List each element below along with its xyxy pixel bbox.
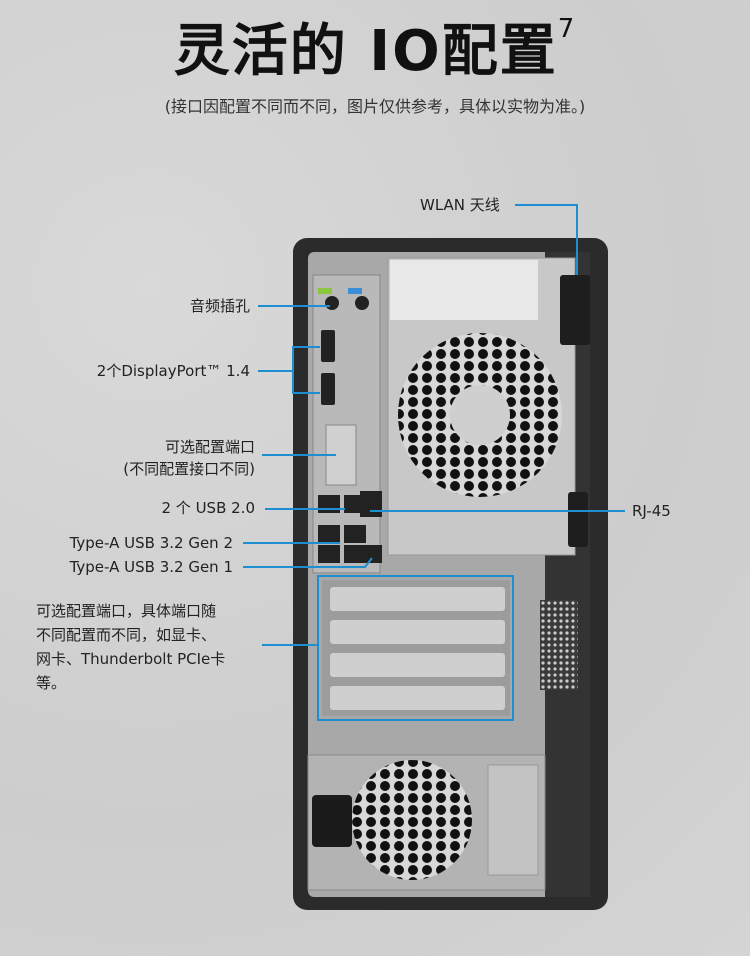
callout-line-wlan bbox=[515, 204, 578, 275]
audio-jack bbox=[355, 296, 369, 310]
rj45-port bbox=[360, 491, 382, 517]
displayport bbox=[321, 330, 335, 362]
label-rj45: RJ-45 bbox=[632, 502, 671, 520]
title-text: 灵活的 IO配置 bbox=[173, 19, 558, 84]
footnote-marker: 7 bbox=[557, 14, 577, 44]
audio-jack bbox=[325, 296, 339, 310]
usb32-port bbox=[344, 525, 366, 543]
label-usb32-gen1: Type-A USB 3.2 Gen 1 bbox=[69, 558, 233, 576]
power-socket bbox=[312, 795, 352, 847]
label-displayport: 2个DisplayPort™ 1.4 bbox=[96, 362, 250, 380]
label-optional-port-line1: 可选配置端口 bbox=[164, 438, 255, 456]
audio-out-marker bbox=[348, 288, 362, 294]
label-pcie-line1: 可选配置端口，具体端口随 bbox=[36, 602, 217, 620]
callout-lines bbox=[243, 204, 625, 721]
label-optional-port: 可选配置端口 (不同配置接口不同) bbox=[123, 436, 255, 480]
wlan-antenna bbox=[560, 275, 590, 345]
usb32-port bbox=[366, 545, 382, 563]
usb32-port bbox=[318, 545, 340, 563]
label-pcie-line3: 网卡、Thunderbolt PCIe卡 bbox=[36, 650, 226, 668]
audio-in-marker bbox=[318, 288, 332, 294]
power-supply bbox=[307, 754, 546, 891]
page-title: 灵活的 IO配置7 bbox=[0, 6, 750, 87]
callout-box-pcie bbox=[317, 575, 514, 721]
callout-bracket-dp bbox=[292, 346, 320, 394]
usb2-port bbox=[318, 495, 340, 513]
label-optional-port-line2: (不同配置接口不同) bbox=[123, 460, 255, 478]
pcie-slots bbox=[322, 580, 578, 716]
displayport bbox=[321, 373, 335, 405]
subtitle: (接口因配置不同而不同，图片仅供参考，具体以实物为准。) bbox=[164, 97, 586, 116]
label-audio: 音频插孔 bbox=[189, 297, 250, 315]
label-pcie-line4: 等。 bbox=[36, 674, 67, 692]
label-pcie: 可选配置端口，具体端口随 不同配置而不同，如显卡、 网卡、Thunderbolt… bbox=[36, 599, 225, 695]
usb32-port bbox=[318, 525, 340, 543]
label-usb32-gen2: Type-A USB 3.2 Gen 2 bbox=[69, 534, 233, 552]
io-panel bbox=[312, 274, 382, 574]
usb32-port bbox=[344, 545, 366, 563]
rear-fan bbox=[387, 257, 576, 556]
label-wlan: WLAN 天线 bbox=[420, 196, 500, 214]
latch bbox=[568, 492, 588, 547]
callout-line-usb32-gen1 bbox=[243, 557, 373, 568]
label-pcie-line2: 不同配置而不同，如显卡、 bbox=[36, 626, 217, 644]
label-usb2: 2 个 USB 2.0 bbox=[161, 499, 256, 517]
